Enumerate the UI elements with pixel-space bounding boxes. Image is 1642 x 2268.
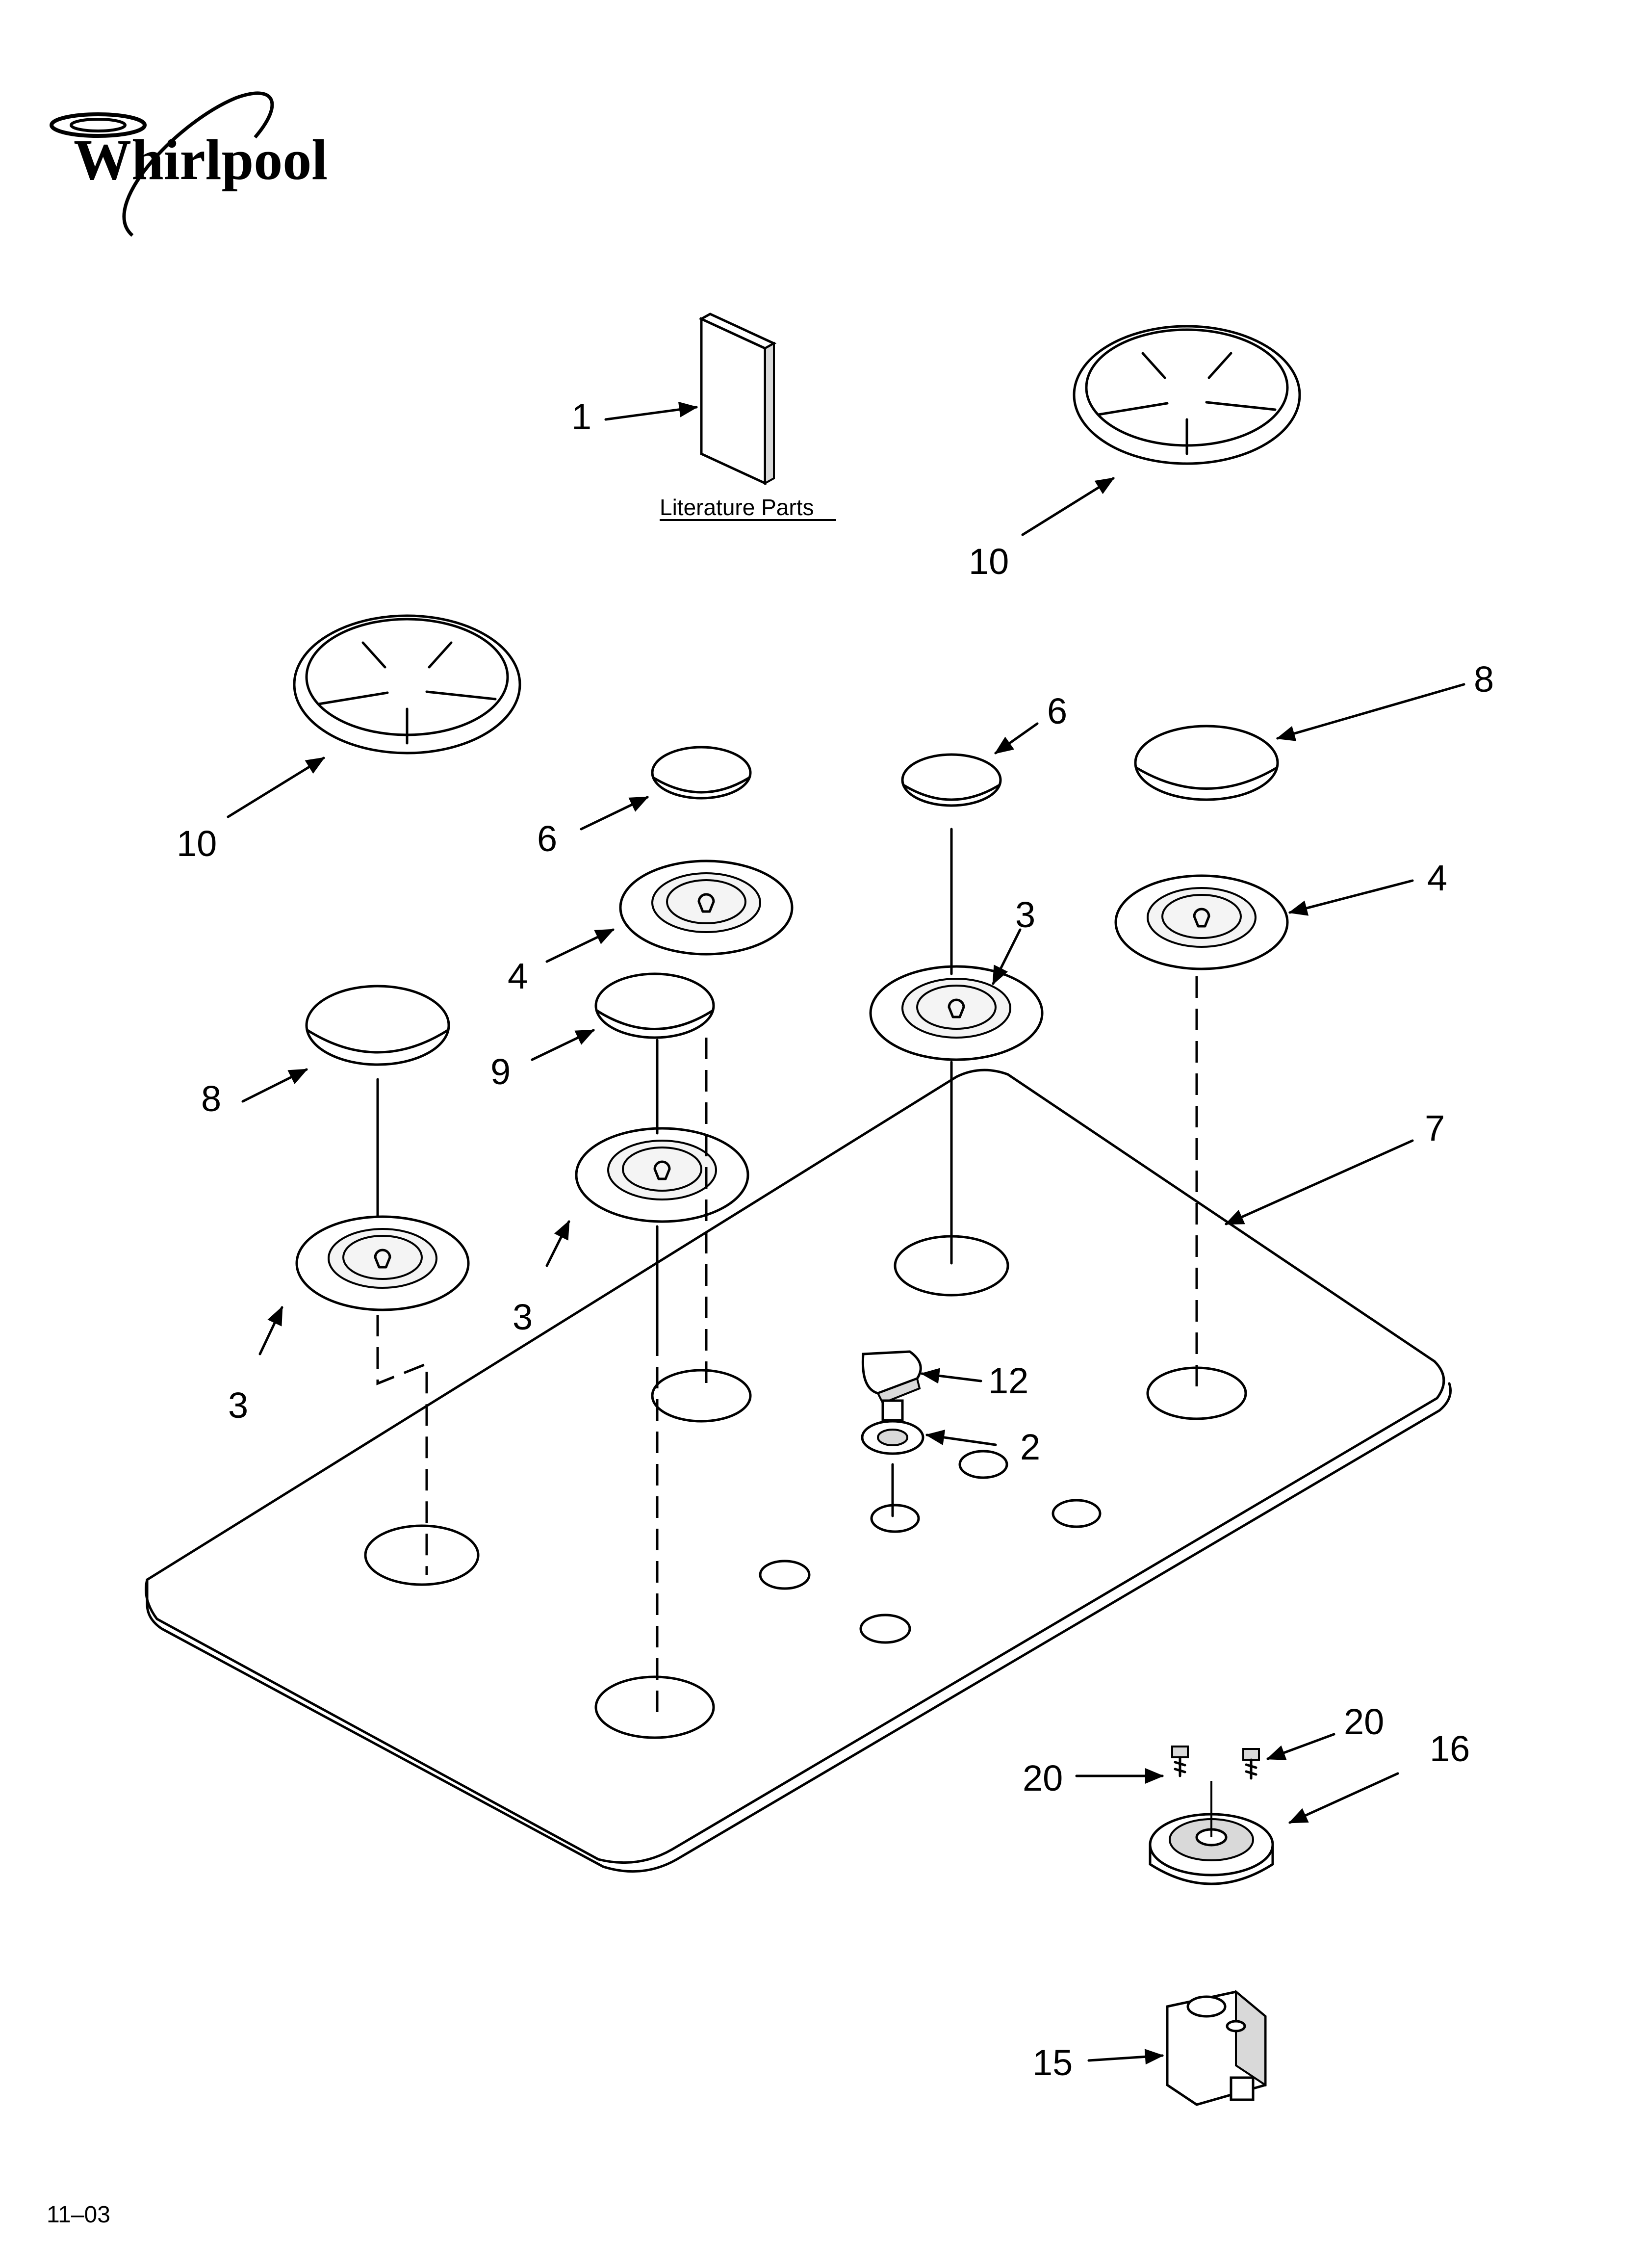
callout-3-middle: 3 — [513, 1297, 533, 1337]
burner-hole-front — [594, 1675, 715, 1739]
cap-6-right — [901, 753, 1002, 807]
burner-head-3-back — [869, 965, 1044, 1061]
callout-20-upper: 20 — [1344, 1701, 1384, 1742]
callout-7: 7 — [1425, 1108, 1445, 1148]
callout-16: 16 — [1430, 1728, 1470, 1769]
leader-lines — [227, 401, 1465, 2065]
callout-6-left: 6 — [537, 818, 557, 859]
valve-body — [1166, 1989, 1267, 2106]
cap-8-right — [1134, 725, 1279, 801]
callout-10-left: 10 — [177, 823, 217, 864]
control-knob — [861, 1350, 922, 1422]
grate-left — [293, 614, 521, 755]
callout-3-left: 3 — [228, 1385, 248, 1426]
logo-swirl-icon — [50, 112, 147, 138]
burner-head-3-middle — [575, 1127, 749, 1223]
callout-1: 1 — [571, 396, 591, 437]
cap-6-left — [651, 746, 752, 800]
valve-hole-3 — [870, 1504, 920, 1533]
callout-8-right: 8 — [1474, 659, 1494, 700]
screw-right — [1242, 1748, 1260, 1780]
cooktop-edge — [146, 1382, 1452, 1873]
valve-hole-4 — [958, 1450, 1008, 1479]
callout-15: 15 — [1032, 2042, 1073, 2083]
logo-swoosh-icon — [122, 91, 274, 237]
valve-hole-5 — [1052, 1499, 1102, 1528]
grate-upper-right — [1073, 325, 1301, 465]
literature-part — [698, 313, 777, 485]
footer-code: 11–03 — [47, 2202, 110, 2228]
burner-hole-left — [364, 1524, 480, 1586]
screw-left — [1171, 1746, 1189, 1777]
burner-base — [1149, 1813, 1274, 1885]
callout-3-back: 3 — [1015, 894, 1035, 935]
literature-caption: Literature Parts — [660, 495, 814, 520]
callout-10-upper: 10 — [969, 541, 1009, 582]
knob-bezel — [861, 1420, 924, 1455]
brand-logo: Whirlpool — [50, 91, 328, 237]
callout-12: 12 — [988, 1360, 1028, 1401]
callout-20-left: 20 — [1023, 1758, 1063, 1799]
callout-6-right: 6 — [1047, 691, 1067, 731]
callout-2: 2 — [1020, 1427, 1040, 1467]
callout-9: 9 — [490, 1051, 511, 1092]
callout-4-right: 4 — [1427, 858, 1447, 898]
cooktop-top — [145, 1069, 1445, 1864]
burner-head-4-left — [619, 860, 794, 956]
callout-4-left: 4 — [508, 956, 528, 996]
valve-hole-2 — [859, 1614, 911, 1644]
burner-hole-middle — [651, 1369, 752, 1423]
callout-8-left: 8 — [201, 1078, 221, 1119]
cap-9 — [594, 972, 715, 1039]
cap-8-left — [305, 985, 450, 1066]
burner-head-4-right — [1114, 874, 1289, 970]
brand-name: Whirlpool — [74, 128, 328, 192]
burner-head-3-left — [295, 1215, 470, 1311]
valve-hole-1 — [759, 1560, 811, 1590]
logo-swirl-inner-icon — [70, 118, 127, 132]
